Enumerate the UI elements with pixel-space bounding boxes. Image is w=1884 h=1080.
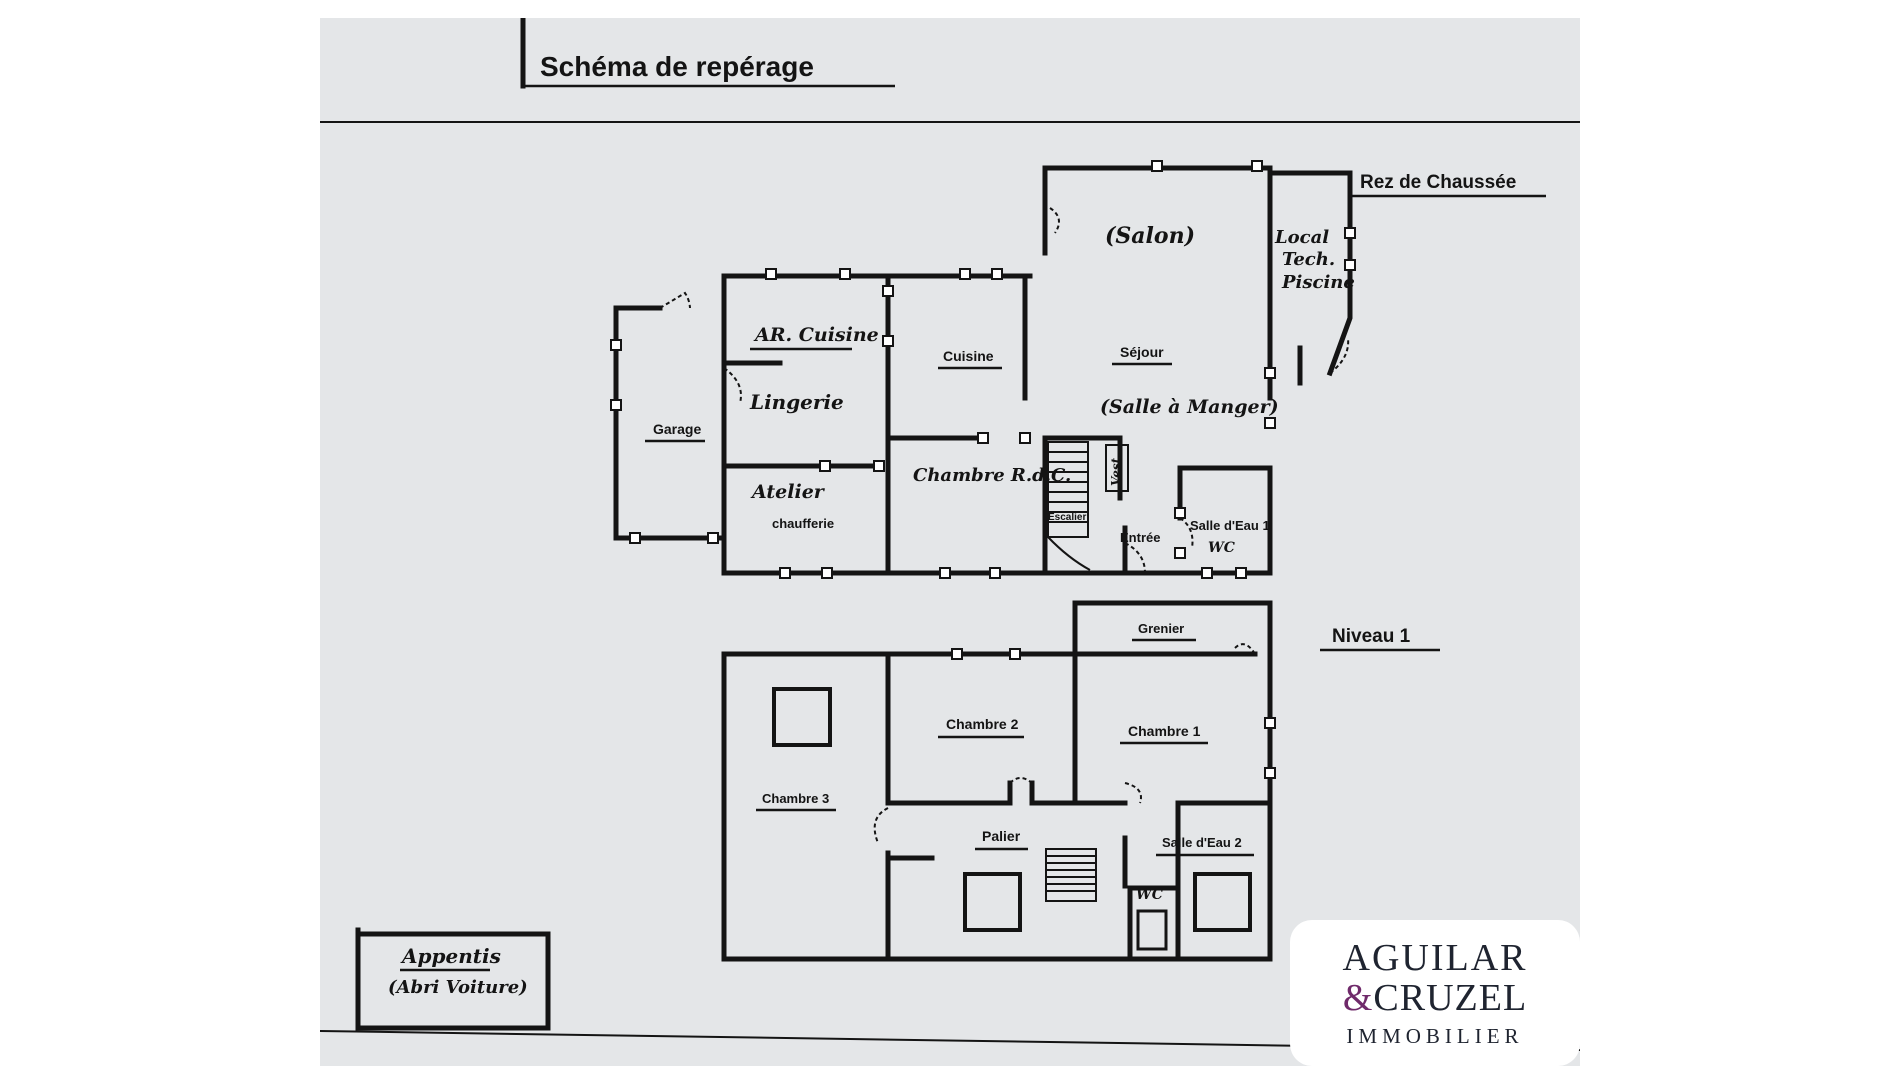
room-label-ar-cuisine: AR. Cuisine <box>753 324 879 346</box>
ground-floor-walls <box>613 165 1353 576</box>
room-label-atelier: Atelier <box>750 481 826 503</box>
room-label-wc-first: WC <box>1136 887 1163 903</box>
room-label-salle-eau-2: Salle d'Eau 2 <box>1162 835 1242 850</box>
level-label-first: Niveau 1 <box>1332 626 1411 647</box>
room-label-entree: Entrée <box>1120 530 1160 545</box>
first-floor-walls <box>721 600 1273 962</box>
agency-logo: AGUILAR &CRUZEL IMMOBILIER <box>1290 920 1580 1066</box>
outbuilding-label-1: Appentis <box>400 944 501 968</box>
room-label-chambre-2: Chambre 2 <box>946 716 1019 732</box>
ground-floor-labels: (Salon) Local Tech. Piscine AR. Cuisine … <box>645 223 1355 556</box>
logo-ampersand: & <box>1342 977 1374 1019</box>
logo-line-2: &CRUZEL <box>1290 976 1580 1020</box>
room-label-chaufferie: chaufferie <box>772 516 834 531</box>
logo-line-2-text: CRUZEL <box>1373 977 1528 1019</box>
floor-plan-sheet: Schéma de repérage Rez de Chaussée Nivea… <box>320 18 1580 1066</box>
outbuilding-label-2: (Abri Voiture) <box>388 977 528 998</box>
outbuilding-appentis: Appentis (Abri Voiture) <box>355 927 551 1031</box>
room-label-lingerie: Lingerie <box>749 390 844 414</box>
room-label-local-2: Tech. <box>1282 249 1335 270</box>
room-label-grenier: Grenier <box>1138 621 1184 636</box>
room-label-salle-eau-1: Salle d'Eau 1 <box>1190 518 1270 533</box>
room-label-wc-ground: WC <box>1208 540 1235 556</box>
room-label-chambre-rdc: Chambre R.d.C. <box>913 465 1071 486</box>
room-label-vest: Vest. <box>1109 454 1123 486</box>
room-label-palier: Palier <box>982 828 1021 844</box>
room-label-chambre-1: Chambre 1 <box>1128 723 1201 739</box>
room-label-chambre-3: Chambre 3 <box>762 791 829 806</box>
ground-stairs <box>1047 441 1129 571</box>
level-label-ground: Rez de Chaussée <box>1360 172 1516 193</box>
room-label-sejour: Séjour <box>1120 344 1164 360</box>
page-title: Schéma de repérage <box>540 51 814 82</box>
ground-floor-doors <box>659 207 1350 574</box>
ground-windows <box>610 160 1356 579</box>
room-label-local-1: Local <box>1274 227 1329 248</box>
first-floor-features <box>772 648 1276 951</box>
room-label-escalier: Escalier <box>1048 512 1086 523</box>
floor-plan-diagram: Schéma de repérage Rez de Chaussée Nivea… <box>320 18 1580 1051</box>
logo-line-1: AGUILAR <box>1342 937 1528 979</box>
first-floor-doors <box>873 643 1256 844</box>
room-label-salon: (Salon) <box>1105 223 1195 249</box>
room-label-cuisine: Cuisine <box>943 348 994 364</box>
room-label-garage: Garage <box>653 421 701 437</box>
room-label-local-3: Piscine <box>1281 272 1355 293</box>
logo-line-3: IMMOBILIER <box>1346 1024 1524 1048</box>
room-label-salle-manger: (Salle à Manger) <box>1100 396 1279 418</box>
first-floor-labels: Grenier Chambre 2 Chambre 1 Chambre 3 Pa… <box>756 621 1254 903</box>
